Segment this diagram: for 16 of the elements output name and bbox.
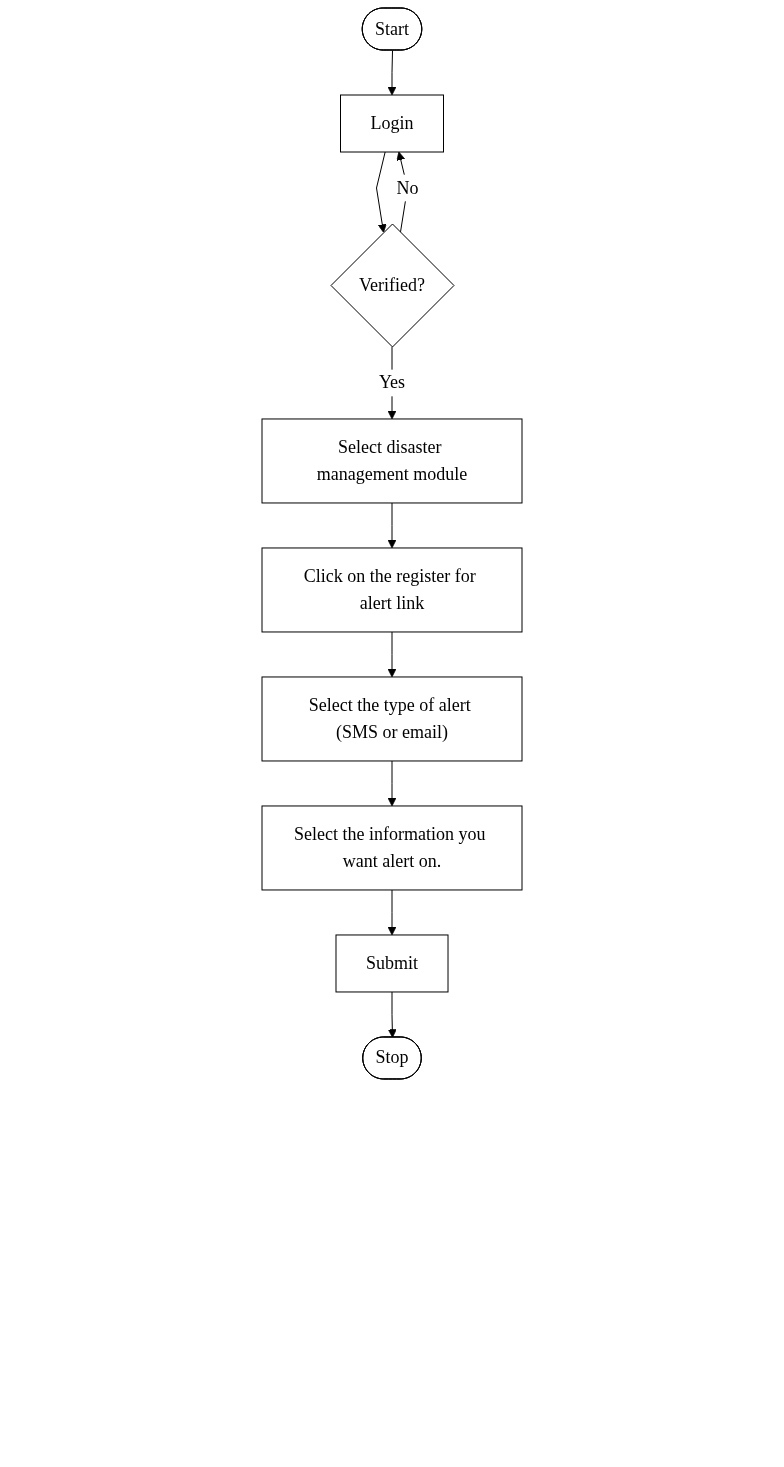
arrow — [387, 889, 397, 936]
node-diamond: Verified? — [330, 223, 455, 348]
node-box: Submit — [335, 934, 449, 993]
edge-label: Yes — [378, 372, 406, 393]
edge-label: No — [396, 177, 419, 198]
arrow — [387, 631, 397, 678]
arrow — [376, 151, 387, 233]
arrow — [387, 760, 397, 807]
node-box: Select the information you want alert on. — [261, 805, 523, 891]
node-box: Login — [340, 94, 444, 153]
arrow — [387, 502, 397, 549]
node-box: Click on the register for alert link — [261, 547, 523, 633]
arrow — [387, 991, 397, 1038]
node-box: Select disaster management module — [261, 418, 523, 504]
node-box: Select the type of alert (SMS or email) — [261, 676, 523, 762]
arrow — [387, 50, 397, 96]
